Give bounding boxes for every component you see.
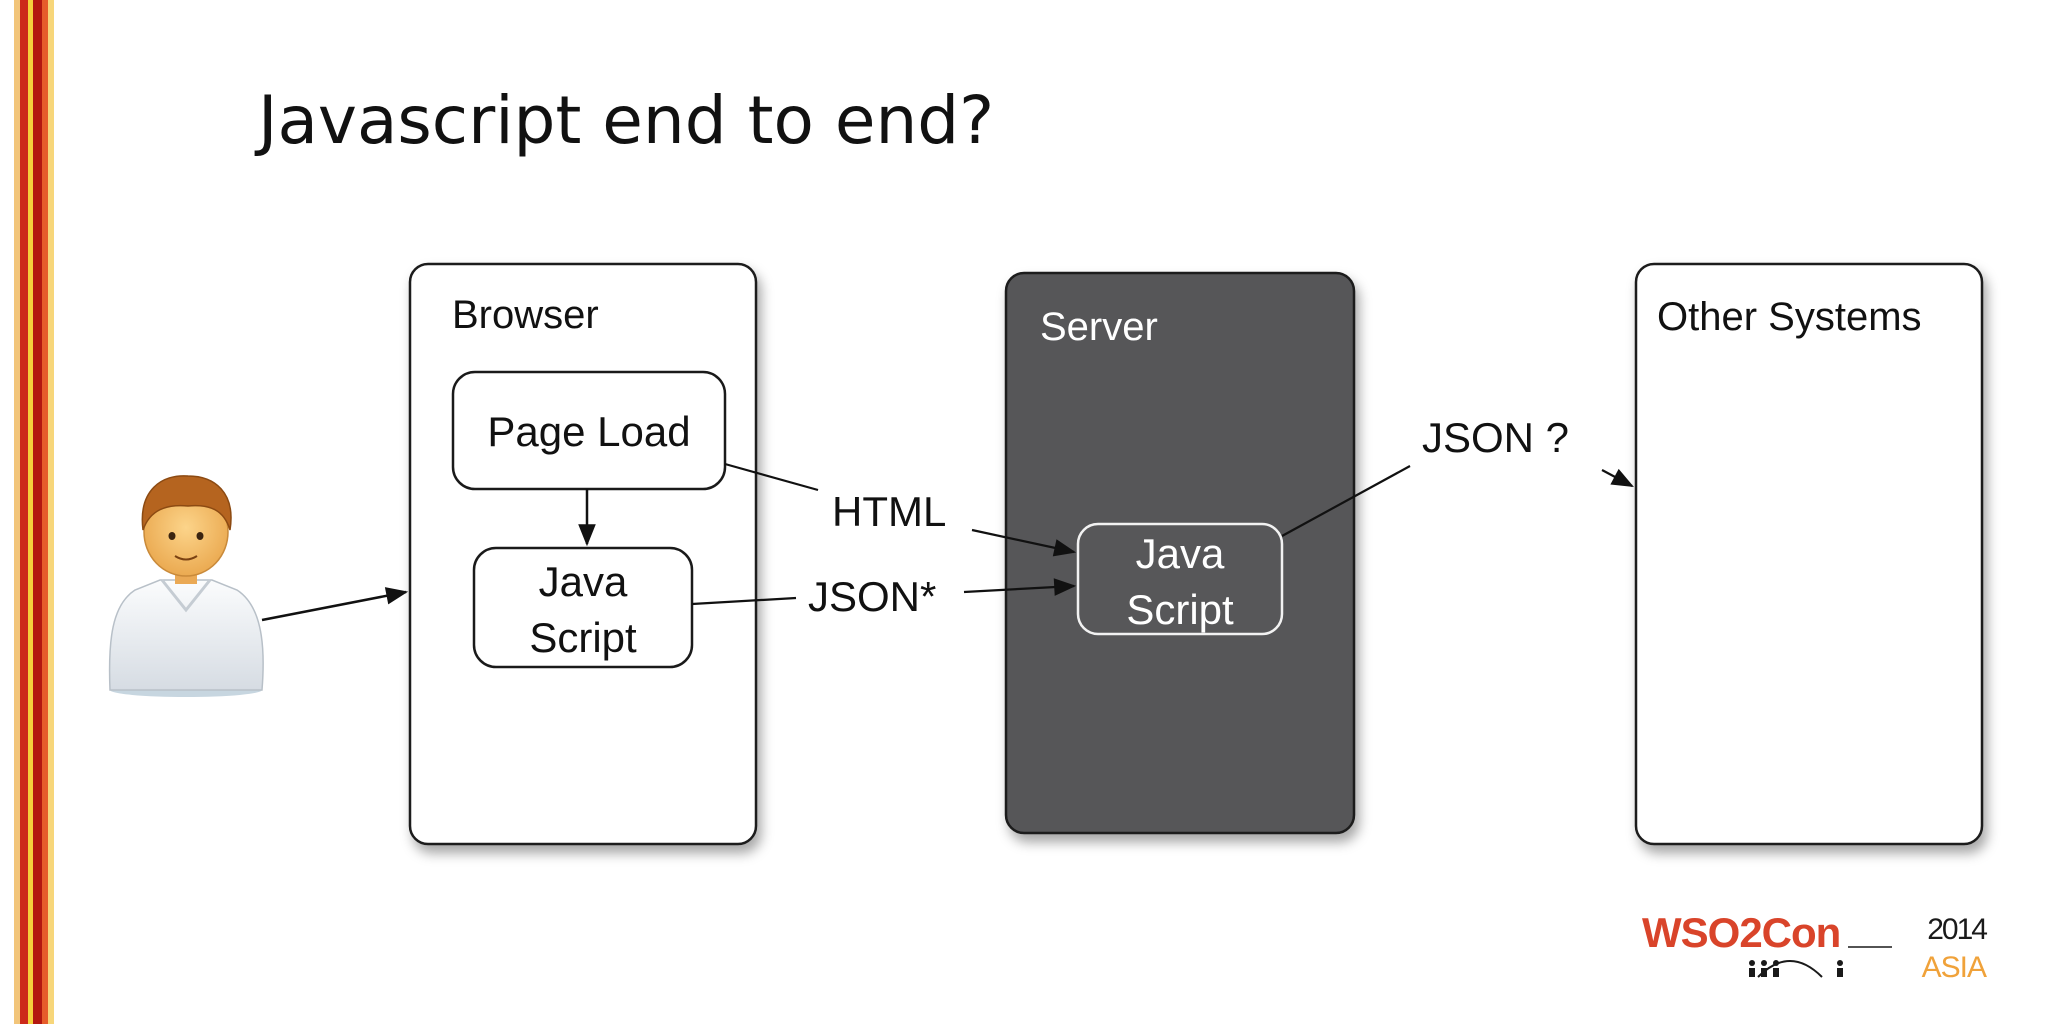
- decorative-stripe: [0, 0, 78, 1024]
- logo-people-icon: [1749, 960, 1843, 977]
- json-q-edge-line-a: [1281, 465, 1411, 537]
- browser-label: Browser: [452, 293, 599, 337]
- user-to-browser-arrow: [261, 587, 409, 622]
- page-load-label: Page Load: [487, 408, 690, 455]
- logo-arch: [1757, 960, 1823, 978]
- json-star-edge-line-a: [691, 596, 797, 606]
- page-load-box: [451, 370, 727, 491]
- logo-region: ASIA: [1922, 951, 1987, 984]
- browser-js-box: [472, 546, 694, 669]
- other-systems-box: [1634, 262, 1984, 846]
- slide-title: Javascript end to end?: [258, 82, 995, 159]
- logo-year: 2014: [1927, 913, 1987, 946]
- server-label: Server: [1040, 305, 1158, 349]
- avatar-body: [108, 579, 264, 691]
- html-edge-label: HTML: [832, 488, 946, 535]
- other-systems-label: Other Systems: [1657, 295, 1922, 339]
- logo-brand: WSO2Con: [1642, 909, 1840, 956]
- html-edge-line-a: [724, 462, 819, 492]
- avatar-eye-right: [196, 532, 204, 540]
- avatar-eye-left: [168, 532, 176, 540]
- server-js-line1: Java: [1136, 530, 1225, 577]
- json-star-edge-label: JSON*: [808, 573, 936, 620]
- avatar-collar: [160, 579, 212, 613]
- json-star-edge-arrow: [963, 578, 1077, 596]
- server-js-line2: Script: [1126, 586, 1234, 633]
- avatar-mouth: [174, 555, 198, 561]
- user-avatar: [108, 475, 264, 697]
- json-q-edge-arrow: [1601, 468, 1634, 488]
- html-edge-arrow: [971, 528, 1077, 557]
- browser-js-line1: Java: [539, 558, 628, 605]
- wso2con-logo: WSO2Con 2014 ASIA: [1642, 909, 1989, 984]
- browser-js-line2: Script: [529, 614, 637, 661]
- server-js-box: [1076, 522, 1284, 636]
- avatar-hair: [141, 475, 232, 531]
- json-q-edge-label: JSON ?: [1422, 414, 1569, 461]
